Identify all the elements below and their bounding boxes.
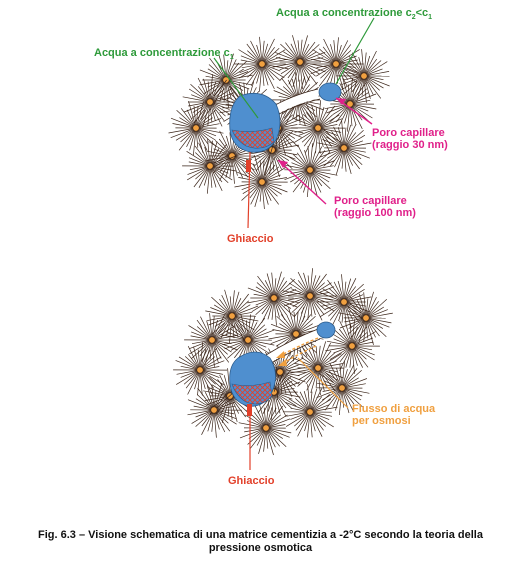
osmotic-flow-arrow-1 [279, 337, 319, 357]
cement-grain [205, 289, 259, 344]
bottom-ice-pointer-marker [247, 404, 252, 416]
cement-grain [247, 271, 301, 326]
cement-grain [338, 291, 393, 345]
top-pore-small-label-line2: (raggio 30 nm) [372, 139, 448, 151]
osmotic-flow-arrowhead-2 [278, 359, 287, 366]
bottom-cement-grains [173, 268, 393, 456]
cement-grain [187, 383, 242, 438]
top-pore-small-label-line1: Poro capillare [372, 127, 445, 139]
caption-line-2: pressione osmotica [208, 542, 313, 554]
flow-label-line1: Flusso di acqua [352, 403, 436, 415]
cement-grain [234, 155, 288, 210]
cement-grain [234, 36, 289, 92]
cement-grain [282, 268, 338, 322]
top-pore-large-label-line1: Poro capillare [334, 195, 407, 207]
cement-grain [182, 138, 237, 194]
bottom-ice [231, 381, 273, 405]
cement-grain [317, 120, 372, 175]
flow-label-line2: per osmosi [352, 415, 411, 427]
top-water-c2-label: Acqua a concentrazione c2<c1 [276, 7, 432, 21]
top-water-c1-pointer [213, 57, 259, 119]
cement-grain [316, 274, 372, 329]
cement-grain [316, 361, 370, 416]
top-small-pore-water [318, 82, 342, 102]
figure-caption: Fig. 6.3 – Visione schematica di una mat… [10, 529, 511, 555]
top-ice-pointer-marker [246, 160, 251, 172]
cement-grain [272, 35, 328, 90]
cement-grain [310, 37, 364, 92]
flow-label-pointer [297, 357, 349, 409]
top-ice [231, 127, 275, 149]
cement-grain [173, 342, 228, 396]
top-ice-label: Ghiaccio [227, 233, 274, 245]
cement-grain [168, 101, 224, 156]
cement-grain [282, 384, 338, 438]
top-pore-large-label-line2: (raggio 100 nm) [334, 207, 416, 219]
top-pore-large-arrowhead [278, 160, 288, 168]
bottom-ice-label: Ghiaccio [228, 475, 275, 487]
bottom-capillary-channel [263, 329, 320, 364]
top-water-c1-label: Acqua a concentrazione c1 [94, 47, 234, 61]
top-water-c2-pointer [335, 17, 375, 85]
top-pore-small-arrowhead [336, 98, 346, 105]
caption-line-1: Fig. 6.3 – Visione schematica di una mat… [38, 529, 483, 541]
cement-grain [238, 400, 292, 456]
cement-grain [268, 307, 324, 362]
cement-grain [336, 49, 390, 103]
bottom-small-pore-water [316, 321, 336, 339]
cement-grain [284, 143, 338, 198]
osmotic-flow-arrowhead-1 [276, 351, 285, 358]
cement-grain [221, 313, 275, 367]
top-pore-large-pointer [277, 159, 327, 205]
